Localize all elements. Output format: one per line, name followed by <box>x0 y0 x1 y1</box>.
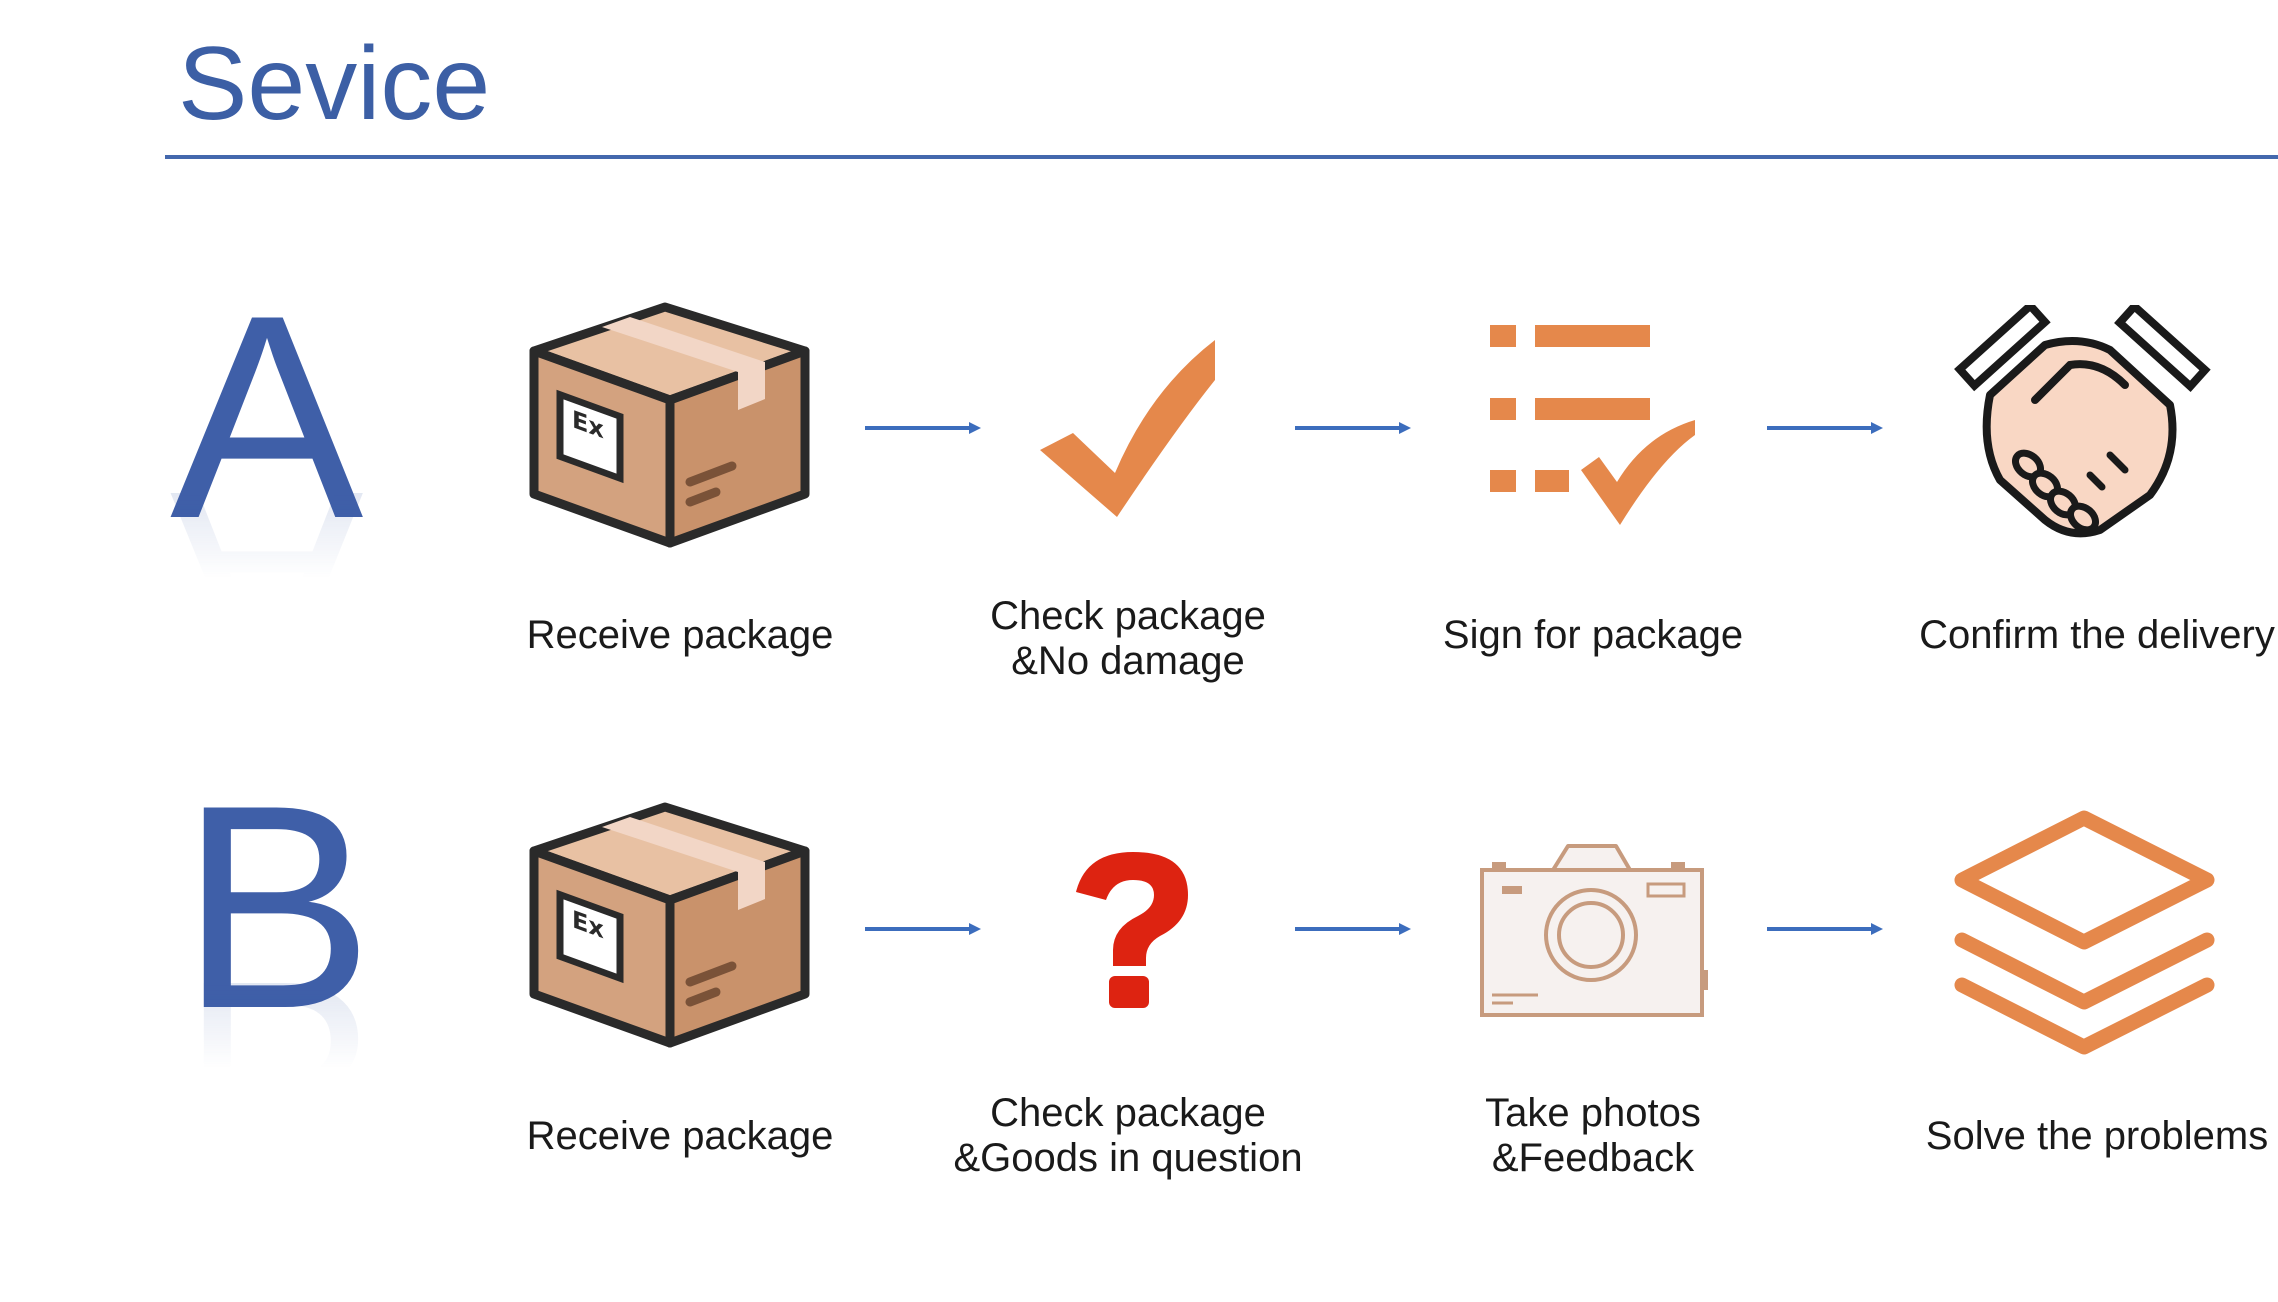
step-label: Sign for package <box>1442 613 1744 657</box>
page-title: Sevice <box>178 26 491 142</box>
handshake-icon <box>1954 305 2211 538</box>
step-label: Take photos &Feedback <box>1485 1091 1701 1180</box>
step-label: Receive package <box>526 613 834 657</box>
checklist-icon <box>1490 325 1695 525</box>
step-label: Check package &No damage <box>990 594 1266 683</box>
step-label: Solve the problems <box>1925 1114 2269 1158</box>
layers-icon <box>1954 810 2215 1055</box>
row-b-letter-reflection: B <box>180 921 374 1245</box>
title-divider <box>165 155 2278 159</box>
camera-icon <box>1480 844 1708 1017</box>
checkmark-icon <box>1040 340 1215 517</box>
row-b-letter: B <box>180 745 374 1069</box>
flow-arrow <box>1767 923 1883 935</box>
flow-arrow <box>865 422 981 434</box>
flow-arrow <box>1295 422 1411 434</box>
step-label: Check package &Goods in question <box>953 1091 1303 1180</box>
step-label: Receive package <box>526 1114 834 1158</box>
package-box-icon: Ex <box>529 802 810 1048</box>
question-mark-icon <box>1076 852 1188 1008</box>
flow-arrow <box>865 923 981 935</box>
flow-arrow <box>1295 923 1411 935</box>
package-box-icon: Ex <box>529 302 810 548</box>
row-a-letter: A <box>170 255 364 579</box>
row-a-letter-reflection: A <box>170 431 364 755</box>
flow-arrow <box>1767 422 1883 434</box>
step-label: Confirm the delivery <box>1919 613 2275 657</box>
